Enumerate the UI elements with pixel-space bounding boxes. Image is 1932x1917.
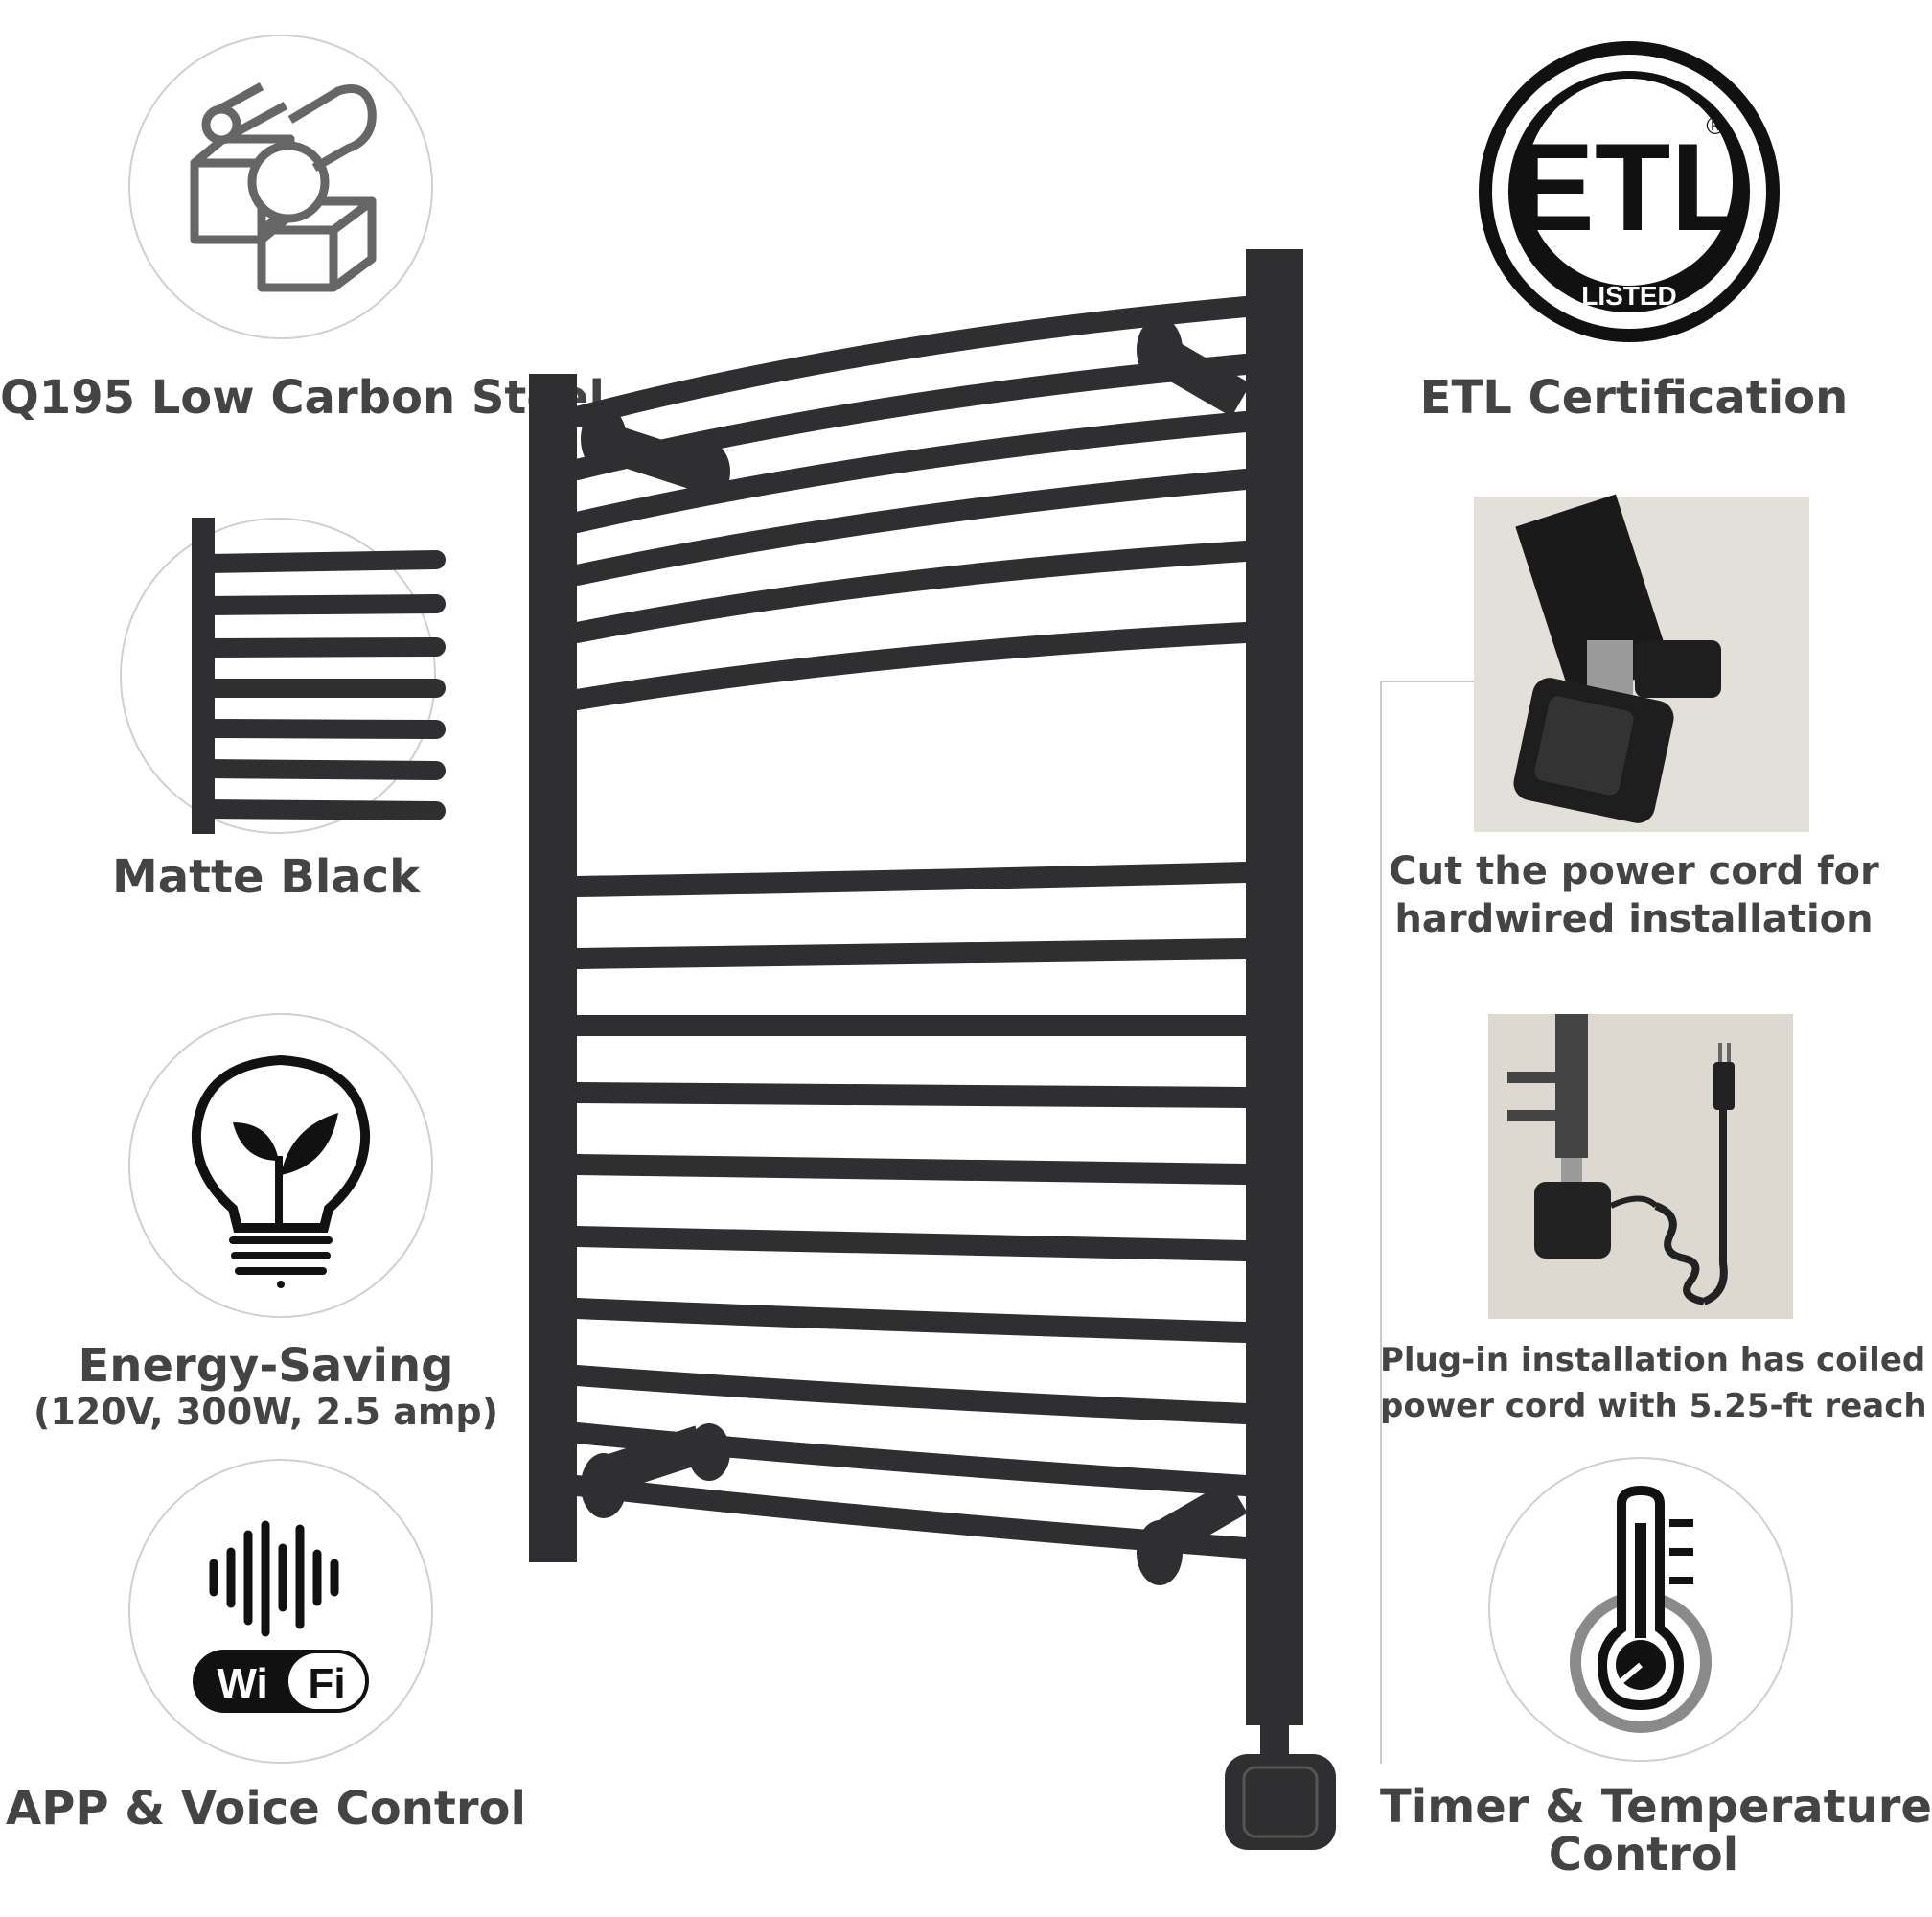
leaf-bulb-icon bbox=[191, 1054, 371, 1288]
heating-element-circle bbox=[1474, 494, 1809, 832]
feature-label-energy: Energy-Saving (120V, 300W, 2.5 amp) bbox=[0, 1340, 532, 1432]
feature-label-plugin-line2: power cord with 5.25-ft reach bbox=[1380, 1387, 1927, 1425]
feature-label-steel: Q195 Low Carbon Steel bbox=[0, 371, 605, 425]
timer-icon-circle bbox=[1488, 1457, 1793, 1762]
towel-warmer-image bbox=[529, 249, 1336, 1850]
etl-logo-text: ETL bbox=[1511, 117, 1747, 257]
feature-label-plugin: Plug-in installation has coiled power co… bbox=[1380, 1337, 1927, 1429]
feature-label-matte: Matte Black bbox=[111, 850, 421, 904]
energy-icon-circle bbox=[128, 1013, 433, 1318]
feature-label-app: APP & Voice Control bbox=[6, 1782, 526, 1836]
rail-closeup-image bbox=[192, 518, 446, 834]
feature-subtitle-energy: (120V, 300W, 2.5 amp) bbox=[33, 1391, 499, 1433]
matte-black-circle bbox=[120, 518, 446, 834]
etl-registered-mark: ® bbox=[1706, 111, 1724, 140]
coiled-cord-photo bbox=[1488, 1014, 1793, 1319]
connector-line-top bbox=[1380, 681, 1476, 682]
feature-label-timer-line1: Timer & Temperature bbox=[1380, 1780, 1932, 1834]
etl-logo: ETL LISTED ® bbox=[1479, 41, 1780, 342]
voice-wifi-icon: Wi Fi bbox=[193, 1520, 369, 1713]
steel-icon-circle bbox=[128, 35, 433, 339]
coiled-cord-circle bbox=[1488, 1014, 1793, 1319]
app-icon-circle: Wi Fi bbox=[128, 1459, 433, 1764]
connector-line bbox=[1380, 681, 1382, 1764]
feature-label-hardwired-line2: hardwired installation bbox=[1394, 897, 1874, 941]
wifi-badge-fi: Fi bbox=[308, 1660, 345, 1707]
steel-profiles-icon bbox=[190, 82, 377, 292]
feature-label-plugin-line1: Plug-in installation has coiled bbox=[1380, 1341, 1926, 1379]
feature-label-timer-line2: Control bbox=[1548, 1828, 1739, 1882]
etl-listed-text: LISTED bbox=[1581, 281, 1677, 311]
feature-label-timer: Timer & Temperature Control bbox=[1380, 1780, 1932, 1882]
feature-label-etl: ETL Certification bbox=[1419, 371, 1849, 425]
thermometer-clock-icon bbox=[1570, 1485, 1712, 1733]
wifi-badge-wi: Wi bbox=[217, 1660, 267, 1707]
feature-title-energy: Energy-Saving bbox=[78, 1339, 454, 1393]
feature-label-hardwired: Cut the power cord for hardwired install… bbox=[1380, 847, 1888, 943]
heating-element-photo bbox=[1474, 494, 1809, 832]
feature-label-hardwired-line1: Cut the power cord for bbox=[1389, 849, 1879, 893]
